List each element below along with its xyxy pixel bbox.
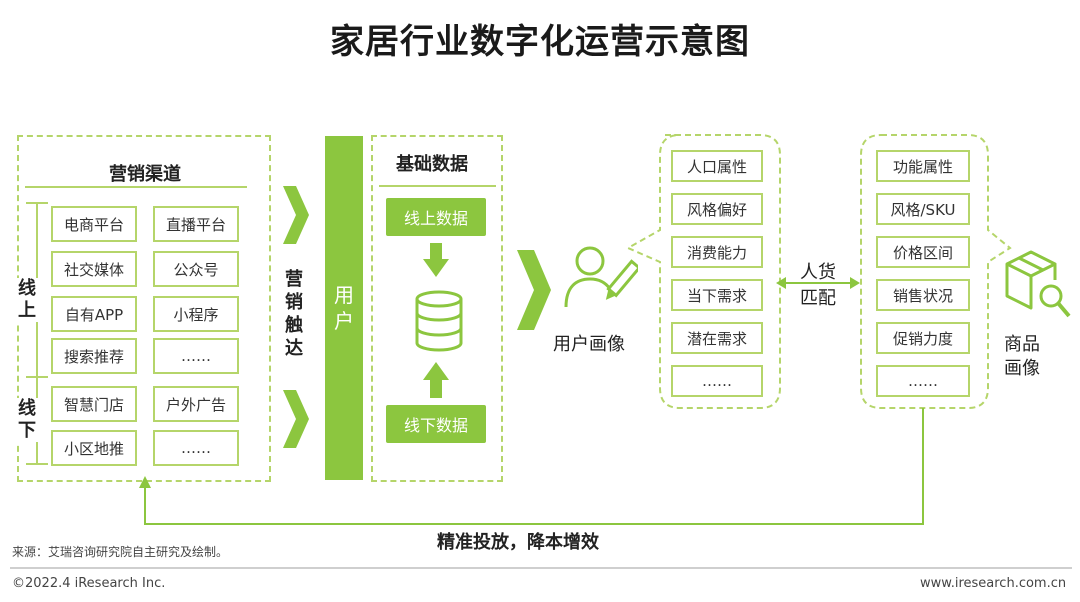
user-attribute-item: 人口属性 <box>671 150 763 182</box>
product-attribute-item: 功能属性 <box>876 150 970 182</box>
channel-item: 小区地推 <box>51 430 137 466</box>
product-portrait-label-line1: 商品 <box>1004 334 1040 355</box>
channel-item: 直播平台 <box>153 206 239 242</box>
bracket-tick <box>26 376 48 378</box>
website-link[interactable]: www.iresearch.com.cn <box>920 576 1067 591</box>
channel-item: 户外广告 <box>153 386 239 422</box>
marketing-header-rule <box>25 186 247 188</box>
chevron-right-icon <box>517 250 551 330</box>
user-attribute-item: …… <box>671 365 763 397</box>
user-attribute-item: 潜在需求 <box>671 322 763 354</box>
channel-item: …… <box>153 430 239 466</box>
bracket-tick <box>26 463 48 465</box>
offline-label: 线下 <box>16 398 38 442</box>
user-column <box>325 136 363 480</box>
database-icon <box>415 290 463 352</box>
channel-item: 小程序 <box>153 296 239 332</box>
feedback-label: 精准投放，降本增效 <box>433 528 603 554</box>
footer-divider <box>10 567 1072 569</box>
offline-data-block: 线下数据 <box>386 405 486 443</box>
feedback-loop-arrow <box>139 408 924 525</box>
product-attribute-item: 价格区间 <box>876 236 970 268</box>
channel-item: 社交媒体 <box>51 251 137 287</box>
channel-item: 电商平台 <box>51 206 137 242</box>
product-attribute-item: …… <box>876 365 970 397</box>
product-attribute-item: 促销力度 <box>876 322 970 354</box>
chevron-right-icon <box>283 186 309 244</box>
channel-item: …… <box>153 338 239 374</box>
match-label-line2: 匹配 <box>800 288 836 309</box>
channel-item: 公众号 <box>153 251 239 287</box>
double-arrow-icon <box>776 277 860 289</box>
page-title: 家居行业数字化运营示意图 <box>330 22 750 62</box>
match-label-line1: 人货 <box>800 262 836 283</box>
user-portrait-label: 用户画像 <box>553 334 625 355</box>
chevron-right-icon <box>283 390 309 448</box>
copyright: ©2022.4 iResearch Inc. <box>12 576 166 591</box>
arrow-down-icon <box>423 243 449 277</box>
product-attribute-item: 风格/SKU <box>876 193 970 225</box>
online-data-block: 线上数据 <box>386 198 486 236</box>
source-note: 来源：艾瑞咨询研究院自主研究及绘制。 <box>12 545 229 559</box>
user-attribute-item: 消费能力 <box>671 236 763 268</box>
user-attribute-item: 风格偏好 <box>671 193 763 225</box>
bracket-tick <box>26 202 48 204</box>
marketing-channels-header: 营销渠道 <box>109 164 181 185</box>
online-label: 线上 <box>16 278 38 322</box>
product-portrait-label-line2: 画像 <box>1004 358 1040 379</box>
channel-bracket <box>36 202 38 464</box>
channel-item: 搜索推荐 <box>51 338 137 374</box>
channel-item: 智慧门店 <box>51 386 137 422</box>
arrow-up-icon <box>423 362 449 398</box>
base-data-header: 基础数据 <box>396 154 468 175</box>
channel-item: 自有APP <box>51 296 137 332</box>
user-edit-icon <box>564 246 638 308</box>
user-attribute-item: 当下需求 <box>671 279 763 311</box>
box-search-icon <box>1005 250 1071 318</box>
marketing-touch-label: 营销触达 <box>285 269 303 359</box>
user-column-label: 用户 <box>334 283 354 333</box>
base-data-rule <box>379 185 496 187</box>
product-attribute-item: 销售状况 <box>876 279 970 311</box>
